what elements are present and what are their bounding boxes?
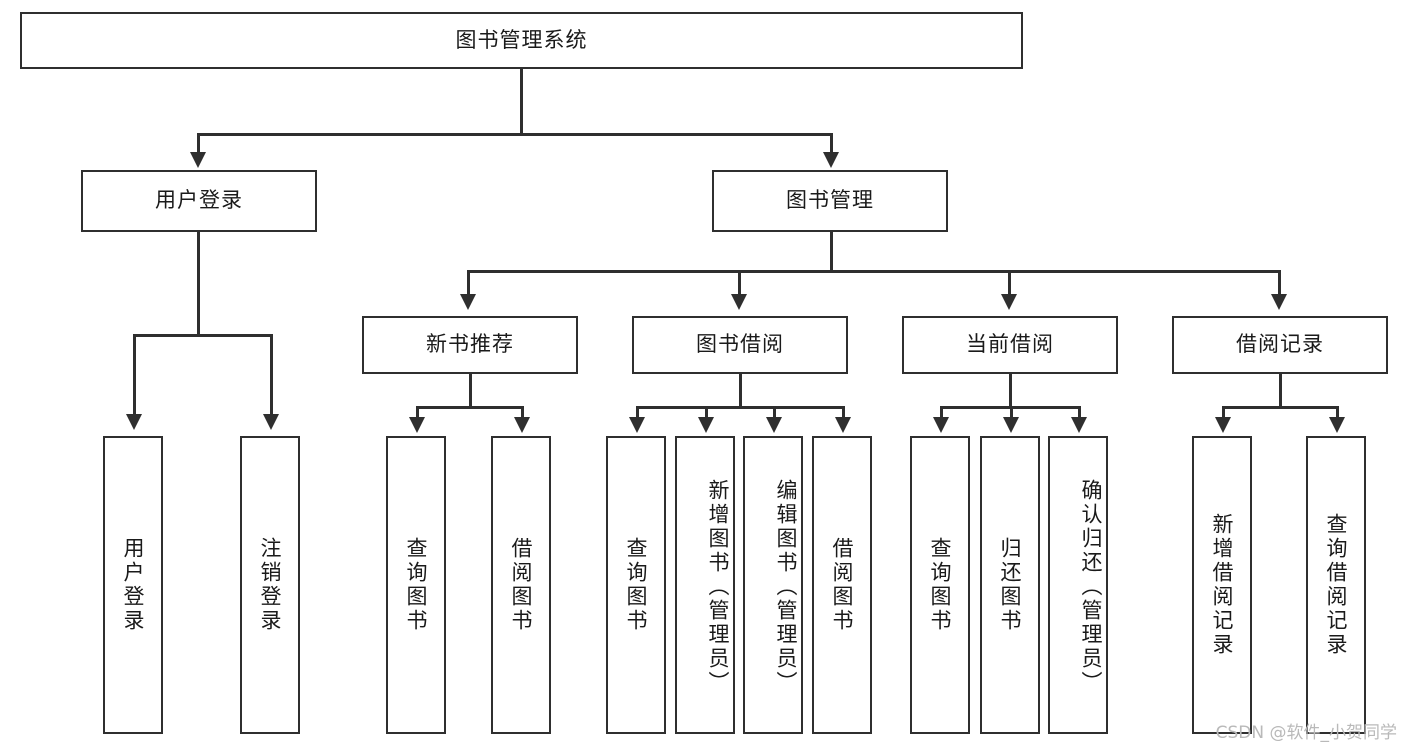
leaf-user-login-login[interactable]: 用户登录 [103, 436, 163, 734]
edge-br-bus [1222, 406, 1338, 409]
node-label: 注销登录 [258, 537, 282, 633]
edge-user-login-bus [133, 334, 272, 337]
arrowhead-bb-leaf-4 [835, 417, 851, 433]
edge-bb-bus [636, 406, 844, 409]
arrowhead-cb-leaf-1 [933, 417, 949, 433]
edge-cb-drop-1 [940, 406, 943, 420]
arrowhead-new-book-recommend [460, 294, 476, 310]
edge-root-trunk [520, 69, 523, 134]
edge-nbr-drop-2 [521, 406, 524, 420]
node-current-borrow[interactable]: 当前借阅 [902, 316, 1118, 374]
node-root-book-management-system[interactable]: 图书管理系统 [20, 12, 1023, 69]
leaf-cb-confirm-return-admin[interactable]: 确认归还（管理员） [1048, 436, 1108, 734]
leaf-br-query-record[interactable]: 查询借阅记录 [1306, 436, 1366, 734]
arrowhead-current-borrow [1001, 294, 1017, 310]
edge-br-drop-2 [1336, 406, 1339, 420]
arrowhead-leaf-user-login [126, 414, 142, 430]
edge-cb-drop-3 [1078, 406, 1081, 420]
node-label: 图书管理 [786, 188, 874, 213]
arrowhead-nbr-leaf-2 [514, 417, 530, 433]
edge-bm-drop-1 [467, 270, 470, 298]
arrowhead-cb-leaf-3 [1071, 417, 1087, 433]
edge-nbr-bus [416, 406, 523, 409]
edge-book-management-bus [467, 270, 1281, 273]
edge-br-drop-1 [1222, 406, 1225, 420]
leaf-bb-add-book-admin[interactable]: 新增图书（管理员） [675, 436, 735, 734]
edge-user-login-trunk [197, 232, 200, 336]
edge-root-to-user-login [197, 133, 200, 156]
node-label: 新书推荐 [426, 332, 514, 357]
node-label: 新增图书（管理员） [706, 479, 730, 695]
node-new-book-recommend[interactable]: 新书推荐 [362, 316, 578, 374]
arrowhead-bb-leaf-2 [698, 417, 714, 433]
edge-cb-trunk [1009, 374, 1012, 408]
edge-bb-drop-1 [636, 406, 639, 420]
node-label: 用户登录 [121, 537, 145, 633]
node-label: 用户登录 [155, 188, 243, 213]
edge-user-login-drop-1 [133, 334, 136, 418]
node-label: 图书管理系统 [455, 27, 588, 52]
edge-cb-drop-2 [1010, 406, 1013, 420]
edge-bb-trunk [739, 374, 742, 408]
node-user-login[interactable]: 用户登录 [81, 170, 317, 232]
arrowhead-leaf-logout [263, 414, 279, 430]
arrowhead-br-leaf-1 [1215, 417, 1231, 433]
node-label: 编辑图书（管理员） [774, 479, 798, 695]
leaf-br-add-record[interactable]: 新增借阅记录 [1192, 436, 1252, 734]
edge-bb-drop-3 [773, 406, 776, 420]
node-label: 归还图书 [998, 537, 1022, 633]
edge-book-management-trunk [830, 232, 833, 272]
node-label: 借阅图书 [830, 537, 854, 633]
leaf-cb-return-book[interactable]: 归还图书 [980, 436, 1040, 734]
edge-bb-drop-2 [705, 406, 708, 420]
node-borrow-record[interactable]: 借阅记录 [1172, 316, 1388, 374]
edge-bm-drop-3 [1008, 270, 1011, 298]
edge-root-to-book-management [830, 133, 833, 156]
arrowhead-nbr-leaf-1 [409, 417, 425, 433]
edge-user-login-drop-2 [270, 334, 273, 418]
edge-bm-drop-2 [738, 270, 741, 298]
leaf-bb-borrow-book[interactable]: 借阅图书 [812, 436, 872, 734]
edge-bb-drop-4 [842, 406, 845, 420]
arrowhead-cb-leaf-2 [1003, 417, 1019, 433]
arrowhead-br-leaf-2 [1329, 417, 1345, 433]
node-book-borrow[interactable]: 图书借阅 [632, 316, 848, 374]
node-label: 借阅记录 [1236, 332, 1324, 357]
edge-root-bus [197, 133, 833, 136]
leaf-nbr-query-book[interactable]: 查询图书 [386, 436, 446, 734]
node-label: 查询借阅记录 [1324, 513, 1348, 657]
arrowhead-user-login [190, 152, 206, 168]
node-label: 查询图书 [404, 537, 428, 633]
node-label: 查询图书 [928, 537, 952, 633]
node-label: 确认归还（管理员） [1079, 479, 1103, 695]
node-label: 当前借阅 [966, 332, 1054, 357]
arrowhead-bb-leaf-1 [629, 417, 645, 433]
leaf-bb-edit-book-admin[interactable]: 编辑图书（管理员） [743, 436, 803, 734]
arrowhead-bb-leaf-3 [766, 417, 782, 433]
node-label: 查询图书 [624, 537, 648, 633]
node-book-management[interactable]: 图书管理 [712, 170, 948, 232]
arrowhead-book-management [823, 152, 839, 168]
edge-bm-drop-4 [1278, 270, 1281, 298]
node-label: 借阅图书 [509, 537, 533, 633]
node-label: 图书借阅 [696, 332, 784, 357]
leaf-nbr-borrow-book[interactable]: 借阅图书 [491, 436, 551, 734]
edge-br-trunk [1279, 374, 1282, 408]
leaf-user-login-logout[interactable]: 注销登录 [240, 436, 300, 734]
arrowhead-borrow-record [1271, 294, 1287, 310]
leaf-bb-query-book[interactable]: 查询图书 [606, 436, 666, 734]
edge-nbr-trunk [469, 374, 472, 408]
node-label: 新增借阅记录 [1210, 513, 1234, 657]
arrowhead-book-borrow [731, 294, 747, 310]
leaf-cb-query-book[interactable]: 查询图书 [910, 436, 970, 734]
edge-nbr-drop-1 [416, 406, 419, 420]
